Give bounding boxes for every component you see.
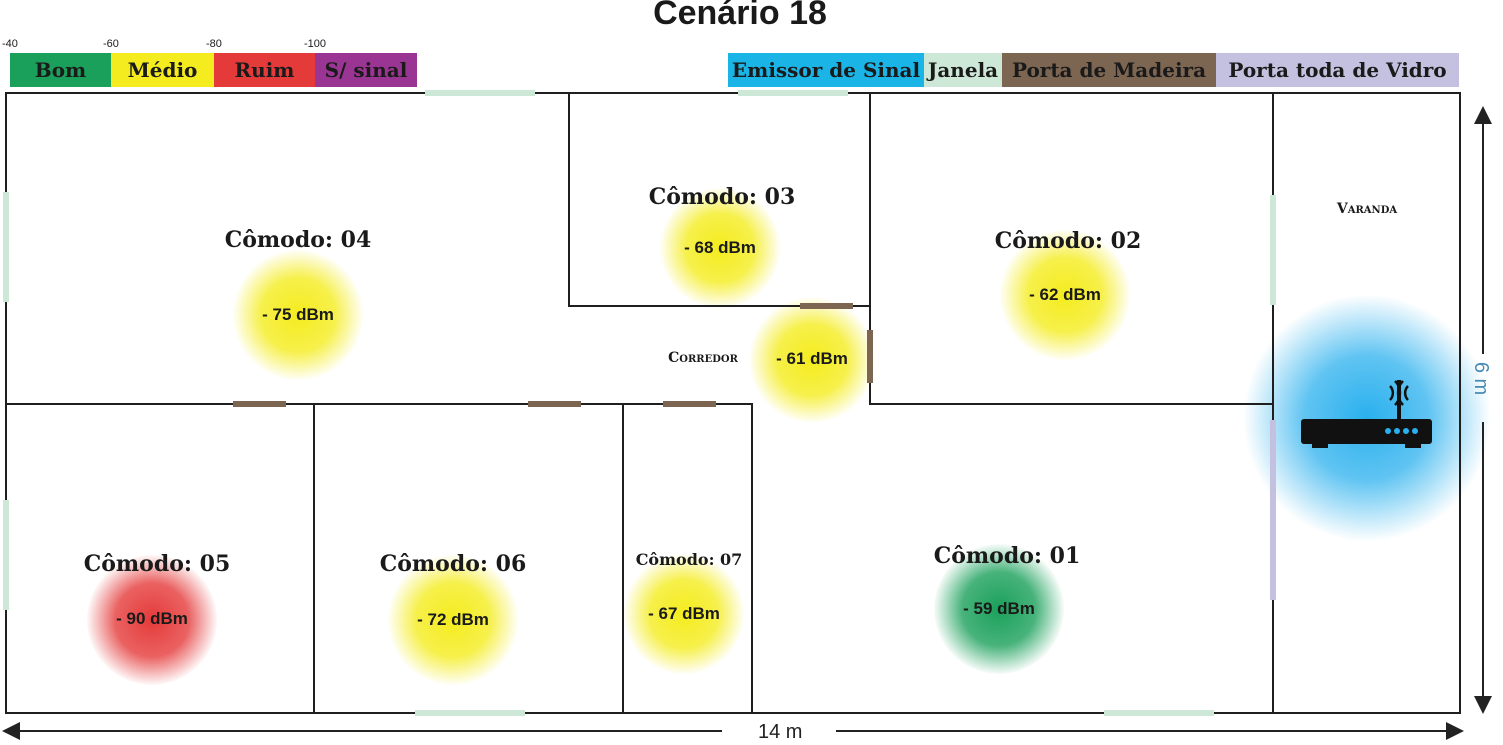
room-label-corredor: Corredor bbox=[668, 350, 738, 366]
signal-glow-06 bbox=[388, 555, 518, 685]
signal-reading-02: - 62 dBm bbox=[1029, 285, 1101, 304]
wall-bottom bbox=[5, 712, 1461, 714]
scale-tick: -40 bbox=[2, 38, 18, 50]
window bbox=[1104, 710, 1214, 716]
room-label-05: Cômodo: 05 bbox=[83, 551, 231, 577]
window bbox=[738, 90, 848, 96]
glass-door bbox=[1270, 420, 1276, 600]
window bbox=[3, 192, 9, 302]
wall-room6-7 bbox=[622, 403, 624, 714]
scale-tick: -80 bbox=[206, 38, 222, 50]
signal-reading-05: - 90 dBm bbox=[116, 609, 188, 628]
scale-tick: -100 bbox=[304, 38, 327, 50]
room-label-02: Cômodo: 02 bbox=[994, 228, 1142, 254]
wooden-door bbox=[233, 401, 286, 407]
signal-glow-02 bbox=[1000, 230, 1130, 360]
width-dimension-label: 14 m bbox=[758, 721, 803, 743]
room-label-04: Cômodo: 04 bbox=[224, 227, 372, 253]
width-dimension-arrow bbox=[2, 722, 1464, 740]
signal-reading-01: - 59 dBm bbox=[963, 599, 1035, 618]
wifi-router-icon bbox=[1301, 380, 1432, 448]
wooden-door bbox=[800, 303, 853, 309]
room-label-01: Cômodo: 01 bbox=[933, 543, 1081, 569]
wall-mid-right bbox=[869, 403, 1274, 405]
wall-varanda bbox=[1272, 92, 1274, 714]
legend-emissor: Emissor de Sinal bbox=[728, 53, 924, 87]
wall-right bbox=[1459, 92, 1461, 714]
signal-glow-03 bbox=[660, 188, 780, 308]
signal-glow-01 bbox=[934, 544, 1064, 674]
signal-reading-corredor: - 61 dBm bbox=[776, 349, 848, 368]
signal-glow-04 bbox=[233, 250, 363, 380]
wall-room2-left bbox=[869, 92, 871, 405]
room-label-07: Cômodo: 07 bbox=[635, 550, 743, 569]
signal-glow-07 bbox=[624, 554, 744, 674]
signal-reading-04: - 75 dBm bbox=[262, 305, 334, 324]
wall-room7-1 bbox=[751, 403, 753, 714]
signal-reading-07: - 67 dBm bbox=[648, 604, 720, 623]
legend-porta-vidro: Porta toda de Vidro bbox=[1216, 53, 1459, 87]
wooden-door bbox=[528, 401, 581, 407]
signal-glow-05 bbox=[87, 555, 217, 685]
wall-mid-left bbox=[5, 403, 752, 405]
wall-top bbox=[5, 92, 1461, 94]
window bbox=[3, 500, 9, 610]
height-dimension-arrow bbox=[1474, 106, 1492, 714]
legend-porta-madeira: Porta de Madeira bbox=[1002, 53, 1216, 87]
scale-level-bom: Bom bbox=[10, 53, 111, 87]
height-dimension-label: 6 m bbox=[1470, 361, 1493, 396]
scale-level-ruim: Ruim bbox=[214, 53, 315, 87]
wall-room3-bottom bbox=[568, 305, 870, 307]
scale-tick: -60 bbox=[103, 38, 119, 50]
legend-janela: Janela bbox=[924, 53, 1002, 87]
room-label-06: Cômodo: 06 bbox=[379, 551, 527, 577]
emitter-signal-glow bbox=[1242, 293, 1492, 543]
window bbox=[425, 90, 535, 96]
room-label-03: Cômodo: 03 bbox=[648, 184, 796, 210]
room-label-varanda: Varanda bbox=[1336, 201, 1398, 217]
wall-room3-left bbox=[568, 92, 570, 306]
signal-reading-06: - 72 dBm bbox=[417, 610, 489, 629]
window bbox=[1270, 195, 1276, 305]
scale-level-medio: Médio bbox=[111, 53, 214, 87]
wooden-door bbox=[867, 330, 873, 383]
window bbox=[415, 710, 525, 716]
wooden-door bbox=[663, 401, 716, 407]
scale-level-sem-sinal: S/ sinal bbox=[315, 53, 417, 87]
wall-room5-6 bbox=[313, 403, 315, 714]
diagram-title: Cenário 18 bbox=[653, 0, 827, 32]
signal-glow-corredor bbox=[749, 297, 875, 423]
signal-reading-03: - 68 dBm bbox=[684, 238, 756, 257]
